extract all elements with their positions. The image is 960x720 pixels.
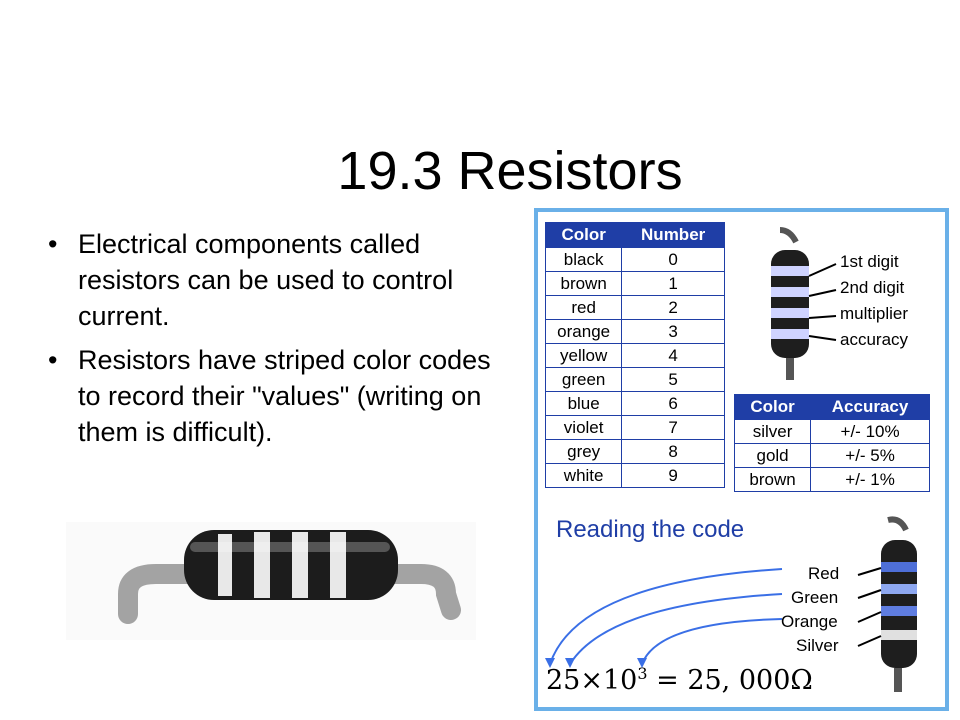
column-header: Number — [621, 222, 725, 248]
color-cell: silver — [733, 419, 812, 444]
number-cell: 4 — [621, 343, 725, 368]
color-cell: white — [544, 463, 623, 488]
resistor-photo-illustration — [118, 530, 461, 624]
resistance-formula: 25×103 = 25, 000Ω — [546, 664, 813, 696]
table-row: gold+/- 5% — [733, 443, 930, 468]
accuracy-cell: +/- 10% — [810, 419, 930, 444]
color-cell: orange — [544, 319, 623, 344]
chart-drawings — [545, 227, 917, 692]
band-label: 2nd digit — [840, 278, 905, 297]
table-row: brown+/- 1% — [733, 467, 930, 492]
number-cell: 1 — [621, 271, 725, 296]
accuracy-table: Color Accuracy silver+/- 10% gold+/- 5% … — [733, 394, 930, 492]
formula-result: = 25, 000Ω — [647, 665, 813, 696]
column-header: Color — [544, 222, 623, 248]
band-label: 1st digit — [840, 252, 899, 271]
code-label: Red — [808, 564, 840, 583]
bullet-text: Resistors have striped color codes to re… — [78, 345, 491, 447]
code-label: Green — [791, 588, 839, 607]
color-cell: brown — [544, 271, 623, 296]
accuracy-cell: +/- 5% — [810, 443, 930, 468]
bullet-dot: • — [48, 229, 58, 259]
bullet-item: • Resistors have striped color codes to … — [48, 342, 518, 450]
formula-base: 25 — [546, 665, 581, 696]
number-cell: 0 — [621, 247, 725, 272]
number-cell: 5 — [621, 367, 725, 392]
formula-exponent: 3 — [637, 664, 648, 683]
bullet-dot: • — [48, 345, 58, 375]
number-cell: 2 — [621, 295, 725, 320]
bullet-list: • Electrical components called resistors… — [48, 226, 518, 520]
color-cell: red — [544, 295, 623, 320]
number-cell: 8 — [621, 439, 725, 464]
color-cell: blue — [544, 391, 623, 416]
number-cell: 7 — [621, 415, 725, 440]
bullet-item: • Electrical components called resistors… — [48, 226, 518, 334]
accuracy-cell: +/- 1% — [810, 467, 930, 492]
color-cell: grey — [544, 439, 623, 464]
column-header: Accuracy — [810, 394, 930, 420]
number-cell: 9 — [621, 463, 725, 488]
bullet-text: Electrical components called resistors c… — [78, 229, 454, 331]
color-cell: green — [544, 367, 623, 392]
resistor-photo — [66, 522, 476, 640]
color-cell: black — [544, 247, 623, 272]
code-label: Orange — [781, 612, 838, 631]
band-label: multiplier — [840, 304, 909, 323]
color-cell: gold — [733, 443, 812, 468]
band-label: accuracy — [840, 330, 909, 349]
table-row: silver+/- 10% — [733, 419, 930, 444]
reading-title: Reading the code — [556, 516, 745, 543]
formula-times: ×10 — [580, 665, 638, 696]
color-cell: brown — [733, 467, 812, 492]
number-cell: 3 — [621, 319, 725, 344]
color-cell: violet — [544, 415, 623, 440]
color-cell: yellow — [544, 343, 623, 368]
slide-title: 19.3 Resistors — [337, 141, 683, 201]
number-cell: 6 — [621, 391, 725, 416]
code-label: Silver — [796, 636, 839, 655]
column-header: Color — [733, 394, 812, 420]
